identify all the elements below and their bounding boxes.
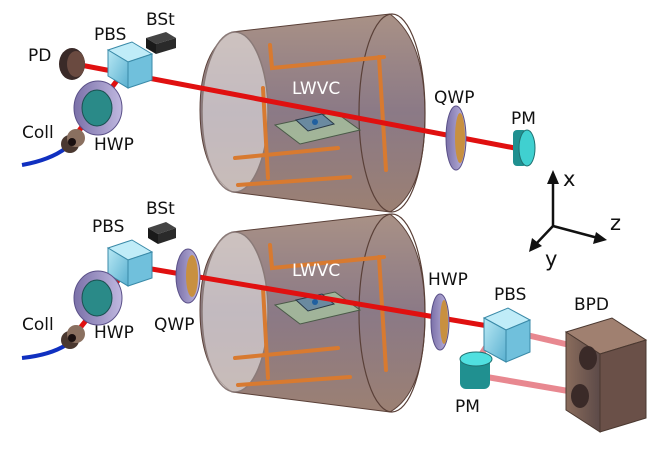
top-hwp bbox=[73, 80, 123, 136]
label-bottom-hwp: HWP bbox=[94, 323, 134, 343]
top-pbs-cube bbox=[106, 41, 154, 89]
axis-label-y: y bbox=[545, 247, 557, 271]
bottom-vacuum-chamber bbox=[199, 213, 426, 413]
label-bottom-bst: BSt bbox=[146, 199, 175, 219]
coordinate-axes bbox=[529, 170, 607, 252]
label-bottom-pm: PM bbox=[455, 397, 480, 417]
axis-label-z: z bbox=[610, 211, 621, 235]
label-bottom-hwp-2: HWP bbox=[428, 270, 468, 290]
label-bottom-pbs: PBS bbox=[92, 217, 124, 237]
label-top-coll: Coll bbox=[22, 123, 54, 143]
top-collimator bbox=[21, 129, 85, 167]
bottom-coils bbox=[233, 243, 388, 387]
top-coils bbox=[233, 43, 388, 187]
label-bottom-lwvc: LWVC bbox=[292, 261, 340, 281]
top-beam-stop bbox=[146, 32, 176, 54]
top-setup: PD PBS BSt Coll HWP LWVC QWP PM bbox=[21, 10, 536, 213]
balanced-photodetector bbox=[564, 317, 648, 433]
top-vacuum-chamber bbox=[199, 13, 426, 213]
bottom-collimator bbox=[21, 325, 85, 360]
label-bpd: BPD bbox=[574, 295, 609, 315]
label-top-qwp: QWP bbox=[434, 88, 474, 108]
bottom-setup: PBS BSt Coll HWP QWP LWVC HWP PBS BPD PM bbox=[21, 199, 648, 433]
top-photodiode bbox=[59, 48, 85, 80]
bottom-qwp bbox=[175, 248, 201, 304]
bottom-hwp bbox=[73, 270, 123, 326]
label-bottom-qwp: QWP bbox=[154, 315, 194, 335]
label-bottom-pbs-2: PBS bbox=[494, 285, 526, 305]
top-power-meter bbox=[513, 129, 536, 167]
bottom-beam-stop bbox=[148, 222, 176, 244]
axis-label-x: x bbox=[563, 167, 575, 191]
bottom-power-meter bbox=[459, 351, 493, 389]
label-top-hwp: HWP bbox=[94, 135, 134, 155]
bottom-pbs-cube-2 bbox=[482, 307, 532, 363]
top-qwp bbox=[445, 105, 467, 171]
label-pd: PD bbox=[28, 46, 51, 66]
label-top-pbs: PBS bbox=[94, 25, 126, 45]
label-top-lwvc: LWVC bbox=[292, 79, 340, 99]
label-top-bst: BSt bbox=[146, 10, 175, 30]
label-bottom-coll: Coll bbox=[22, 315, 54, 335]
bottom-hwp-2 bbox=[430, 293, 450, 351]
top-lwvc-chip bbox=[273, 111, 362, 145]
label-top-pm: PM bbox=[511, 109, 536, 129]
